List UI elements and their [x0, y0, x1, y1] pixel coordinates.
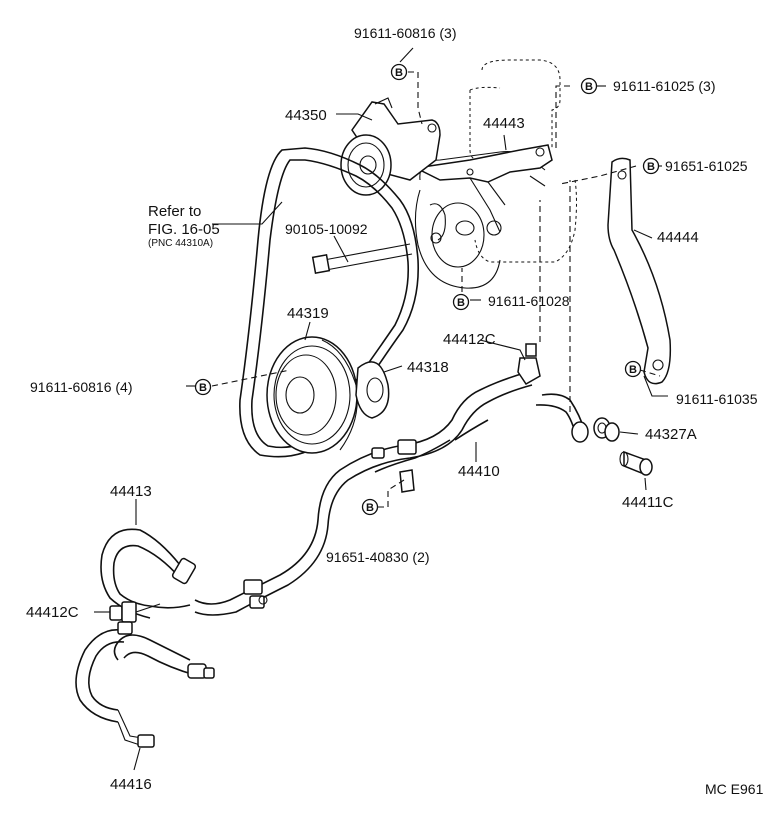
- hose-44413: [100, 528, 197, 619]
- label-91651-40830-2: 91651-40830 (2): [326, 549, 430, 565]
- label-44319: 44319: [287, 305, 329, 322]
- label-91651-61025: 91651-61025: [665, 158, 748, 174]
- label-pointers: [94, 47, 668, 771]
- label-fig-16-05: FIG. 16-05: [148, 221, 220, 238]
- label-44411c: 44411C: [622, 494, 674, 511]
- svg-text:B: B: [629, 364, 637, 376]
- pressure-tube-44410: [194, 371, 586, 616]
- bolt-marker-b2: B: [580, 77, 598, 95]
- union-fitting-44412c-top: [517, 343, 541, 385]
- label-44350: 44350: [285, 107, 327, 124]
- label-44443: 44443: [483, 115, 525, 132]
- label-91611-60816-4: 91611-60816 (4): [30, 379, 132, 395]
- return-hose-44416: [75, 629, 215, 748]
- svg-text:B: B: [585, 81, 593, 93]
- bolt-marker-b1: B: [390, 63, 408, 81]
- svg-text:B: B: [457, 297, 465, 309]
- label-91611-61028: 91611-61028: [488, 293, 570, 309]
- label-91611-61025-3: 91611-61025 (3): [613, 78, 715, 94]
- svg-text:B: B: [647, 161, 655, 173]
- footer-code: MC E961: [705, 781, 764, 797]
- idler-pulley-44350: [340, 97, 441, 196]
- bolt-marker-b4: B: [452, 293, 470, 311]
- stay-44444: [607, 157, 672, 385]
- bolt-marker-b3: B: [642, 157, 660, 175]
- svg-text:B: B: [395, 67, 403, 79]
- label-90105-10092: 90105-10092: [285, 221, 368, 237]
- label-44413: 44413: [110, 483, 152, 500]
- label-91611-61035: 91611-61035: [676, 391, 758, 407]
- svg-text:B: B: [199, 382, 207, 394]
- svg-text:B: B: [366, 502, 374, 514]
- union-bolt-44411c: [619, 450, 653, 476]
- reservoir-tank: [469, 59, 577, 263]
- bolt-marker-b5: B: [194, 378, 212, 396]
- label-44318: 44318: [407, 359, 449, 376]
- label-44416: 44416: [110, 776, 152, 793]
- label-44444: 44444: [657, 229, 699, 246]
- bolt-90105-10092: [311, 243, 413, 274]
- label-44410: 44410: [458, 463, 500, 480]
- label-44327a: 44327A: [645, 426, 697, 443]
- label-44412c-top: 44412C: [443, 331, 496, 348]
- pulley-hub-44318: [355, 361, 390, 419]
- bolt-marker-b6: B: [624, 360, 642, 378]
- pump-bracket-44443: [413, 144, 553, 233]
- pump-pulley-44319: [266, 336, 358, 454]
- gasket-44327a: [571, 417, 620, 443]
- label-pnc-44310a: (PNC 44310A): [148, 238, 213, 249]
- label-91611-60816-3: 91611-60816 (3): [354, 25, 456, 41]
- bolt-marker-b7: B: [361, 498, 379, 516]
- union-fitting-44412c-left: [109, 601, 161, 635]
- label-refer-to: Refer to: [148, 203, 201, 220]
- label-44412c-left: 44412C: [26, 604, 79, 621]
